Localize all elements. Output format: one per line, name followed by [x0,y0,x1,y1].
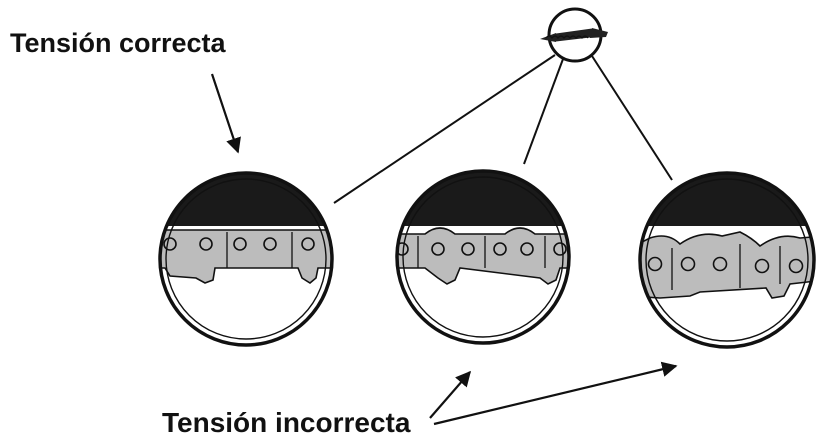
saw-chain [397,227,569,285]
label-correct-tension: Tensión correcta [10,28,226,58]
leader-lines [333,54,673,204]
label-incorrect-tension: Tensión incorrecta [162,407,411,438]
chain-rivets [647,256,804,274]
chain-rivets [397,242,567,256]
leader-line-incorrect-2 [591,55,673,181]
arrow-to-incorrect-1 [429,370,472,419]
leader-line-incorrect-1 [523,58,564,165]
chainsaw-bar-icon [540,7,608,63]
arrow-to-incorrect-2 [433,361,678,426]
guide-bar [397,171,569,226]
arrow-icon [210,73,678,426]
view-correct-tension [158,171,334,347]
guide-bar [160,173,332,226]
arrow-to-correct [210,73,241,154]
view-incorrect-tension-2 [638,171,816,349]
saw-chain [640,231,814,299]
view-incorrect-tension-1 [395,169,571,345]
leader-line-correct [333,54,556,204]
